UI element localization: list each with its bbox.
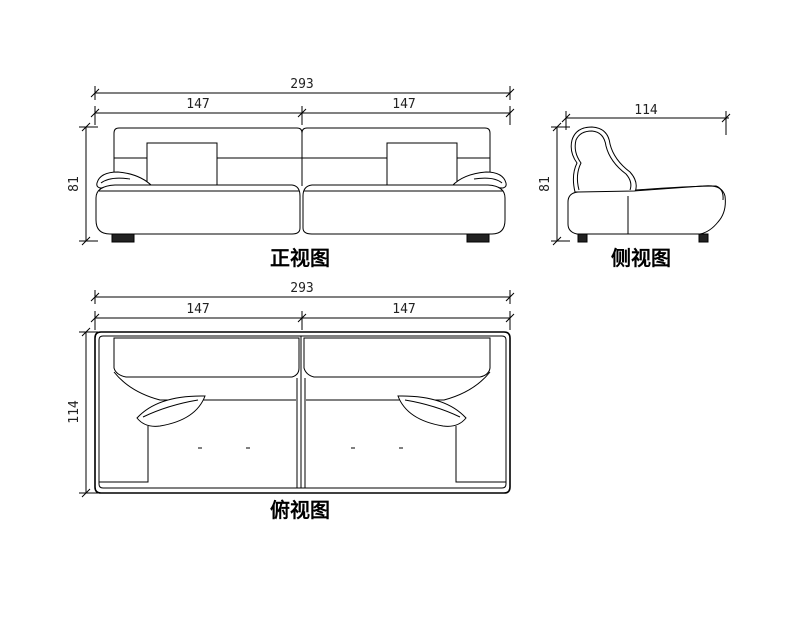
top-dim-total-width: 293 [90, 281, 515, 304]
top-dim-depth: 114 [67, 327, 98, 498]
front-dim-halves: 147 147 [90, 97, 515, 125]
front-dim-total-width-label: 293 [290, 77, 313, 92]
top-dim-depth-label: 114 [67, 400, 82, 424]
front-view: 293 147 147 81 [67, 77, 515, 270]
top-view-title: 俯视图 [270, 498, 330, 522]
front-dim-total-width: 293 [90, 77, 515, 100]
side-dim-depth-label: 114 [634, 103, 658, 118]
top-dim-right-half-label: 147 [392, 302, 415, 317]
front-sofa [95, 127, 507, 243]
top-view: 293 147 147 114 [67, 281, 515, 522]
side-view-title: 侧视图 [611, 246, 671, 270]
side-dim-height: 81 [538, 122, 570, 246]
top-sofa [94, 331, 511, 494]
side-view: 114 81 侧视图 [538, 103, 731, 270]
top-dim-halves: 147 147 [90, 302, 515, 330]
top-dim-total-width-label: 293 [290, 281, 313, 296]
top-dim-left-half-label: 147 [186, 302, 209, 317]
side-sofa [567, 126, 726, 243]
front-dim-right-half-label: 147 [392, 97, 415, 112]
front-dim-height: 81 [67, 122, 98, 246]
side-front-foot [577, 233, 588, 243]
side-dim-height-label: 81 [538, 176, 553, 192]
front-view-title: 正视图 [270, 246, 330, 270]
front-dim-left-half-label: 147 [186, 97, 209, 112]
front-dim-height-label: 81 [67, 176, 82, 192]
side-back-foot [698, 233, 709, 243]
front-right-foot [466, 233, 490, 243]
front-left-foot [111, 233, 135, 243]
